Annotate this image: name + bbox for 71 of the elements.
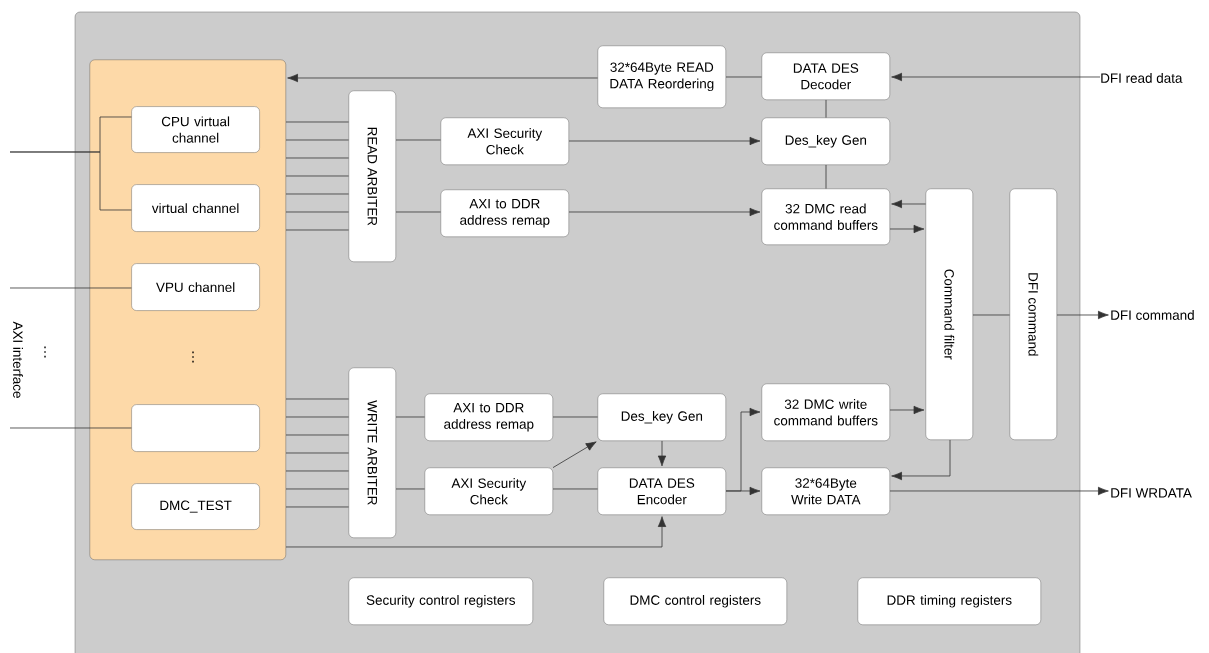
connector-line: [825, 99, 827, 118]
connector-line: [285, 193, 349, 195]
empty-box: [131, 404, 260, 452]
module-box: 32*64Byte READ DATA Reordering: [597, 45, 726, 108]
module-box: Des_key Gen: [597, 393, 726, 441]
module-box: AXI Security Check: [424, 467, 553, 515]
connector-line: [395, 488, 425, 490]
connector-line: [285, 229, 349, 231]
connector-line: [9, 287, 132, 289]
module-box: DMC_TEST: [131, 483, 260, 530]
module-box: WRITE ARBITER: [348, 367, 396, 538]
connector-line: [285, 398, 349, 400]
arrow: [552, 441, 597, 468]
arrow: [568, 136, 761, 146]
module-box: AXI to DDR address remap: [424, 393, 553, 441]
connector-line: [395, 416, 425, 418]
module-box: DATA DES Encoder: [597, 467, 726, 515]
arrow: [891, 72, 1101, 82]
module-box: Des_key Gen: [761, 117, 890, 165]
module-box: Security control registers: [348, 577, 533, 625]
module-box: VPU channel: [131, 263, 260, 311]
connector-line: [285, 434, 349, 436]
signal-label: DFI WRDATA: [1111, 488, 1192, 498]
arrow: [285, 516, 667, 548]
module-box: 32*64Byte Write DATA: [761, 467, 890, 515]
signal-label: DFI command: [1111, 310, 1194, 320]
module-box: READ ARBITER: [348, 90, 396, 262]
connector-line: [285, 139, 349, 141]
connector-line: [285, 452, 349, 454]
signal-label: DFI read data: [1101, 73, 1183, 83]
arrow: [889, 224, 925, 234]
connector-line: [285, 121, 349, 123]
arrow: [891, 439, 951, 481]
connector-line: [825, 164, 827, 189]
module-box: CPU virtual channel: [131, 106, 260, 153]
module-box: AXI to DDR address remap: [440, 189, 569, 237]
connector-line: [285, 416, 349, 418]
module-box: AXI Security Check: [440, 117, 569, 165]
connector-line: [285, 506, 349, 508]
module-box: DATA DES Decoder: [761, 52, 890, 100]
interface-label: AXI interface: [13, 321, 23, 398]
connector-line: [285, 175, 349, 177]
arrow: [568, 207, 761, 217]
connector-line: [972, 314, 1010, 316]
connector-line: [552, 488, 598, 490]
arrow: [725, 486, 761, 496]
module-box: DDR timing registers: [857, 577, 1041, 625]
module-box: DMC control registers: [603, 577, 787, 625]
connector-line: [9, 151, 132, 211]
connector-line: [285, 211, 349, 213]
arrow: [1056, 310, 1109, 320]
ellipsis: ⋮: [44, 346, 46, 358]
arrow: [287, 73, 598, 83]
connector-line: [725, 76, 762, 78]
connector-line: [285, 157, 349, 159]
arrow: [889, 486, 1109, 496]
arrow: [891, 199, 926, 209]
connector-line: [285, 470, 349, 472]
arrow: [657, 440, 667, 467]
module-box: Command filter: [925, 188, 973, 440]
connector-line: [395, 211, 441, 213]
module-box: virtual channel: [131, 184, 260, 232]
connector-line: [395, 139, 441, 141]
arrow: [889, 405, 925, 415]
module-box: 32 DMC write command buffers: [761, 383, 890, 441]
module-box: 32 DMC read command buffers: [761, 188, 890, 245]
connector-line: [9, 427, 132, 429]
connector-line: [552, 416, 598, 418]
connector-line: [285, 488, 349, 490]
ellipsis: ⋮: [192, 351, 194, 363]
module-box: DFI command: [1009, 188, 1057, 440]
